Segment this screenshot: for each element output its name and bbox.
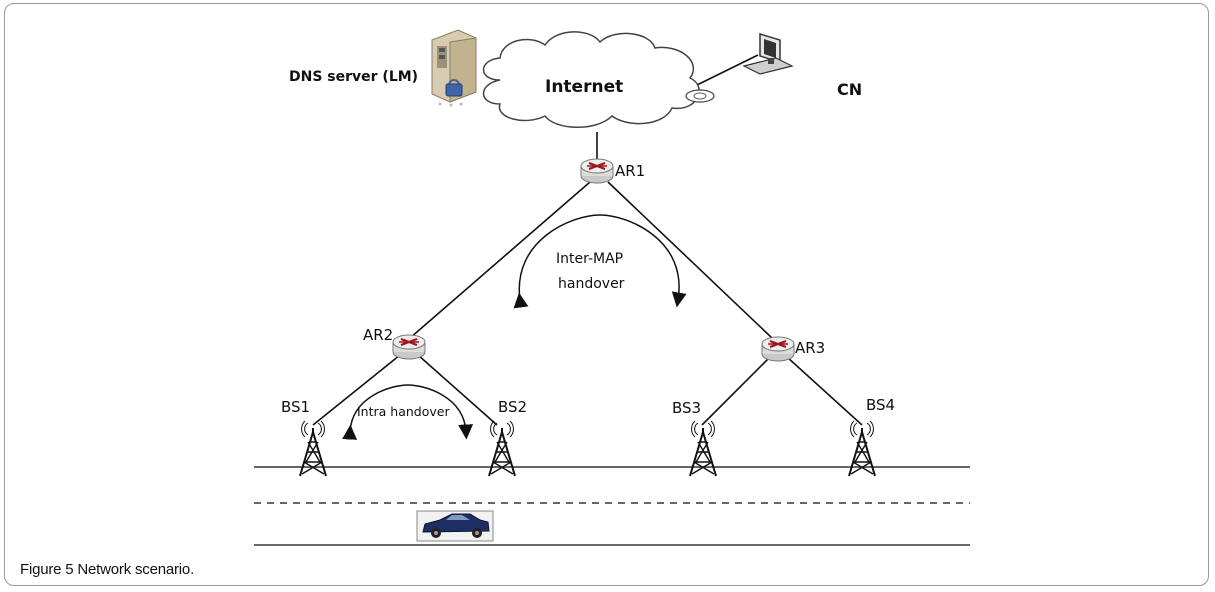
link-ar3-bs3 — [701, 356, 771, 426]
link-ar1-ar2 — [409, 181, 591, 339]
bs4-label: BS4 — [866, 396, 895, 414]
router-ar3 — [760, 335, 796, 363]
router-ar2 — [391, 333, 427, 361]
router-icon — [391, 333, 427, 361]
intra-handover-label: Intra handover — [357, 404, 450, 419]
car-icon — [416, 510, 494, 542]
link-ar3-bs4 — [786, 356, 863, 426]
inter-map-handover-arc — [513, 214, 687, 309]
network-links — [312, 54, 863, 426]
bs1-label: BS1 — [281, 398, 310, 416]
link-ar2-bs1 — [312, 354, 401, 426]
internet-label: Internet — [545, 77, 623, 97]
cloud-icon — [482, 31, 715, 128]
link-ar2-bs2 — [417, 354, 498, 426]
link-ar1-ar3 — [607, 181, 773, 339]
cn-label: CN — [837, 80, 862, 99]
bs2-label: BS2 — [498, 398, 527, 416]
ar1-label: AR1 — [615, 162, 645, 180]
server-icon — [431, 29, 477, 107]
intra-handover-arc — [342, 384, 474, 440]
dns-server-label: DNS server (LM) — [289, 69, 418, 85]
bs3-label: BS3 — [672, 399, 701, 417]
road — [254, 466, 970, 546]
router-icon — [579, 157, 615, 185]
link-internet-cn — [696, 54, 759, 86]
figure-caption: Figure 5 Network scenario. — [20, 561, 195, 578]
inter-map-label-line1: Inter-MAP — [556, 251, 623, 267]
ar3-label: AR3 — [795, 339, 825, 357]
router-ar1 — [579, 157, 615, 185]
inter-map-label-line2: handover — [558, 276, 625, 292]
ar2-label: AR2 — [363, 326, 393, 344]
router-icon — [760, 335, 796, 363]
computer-icon — [742, 32, 794, 75]
